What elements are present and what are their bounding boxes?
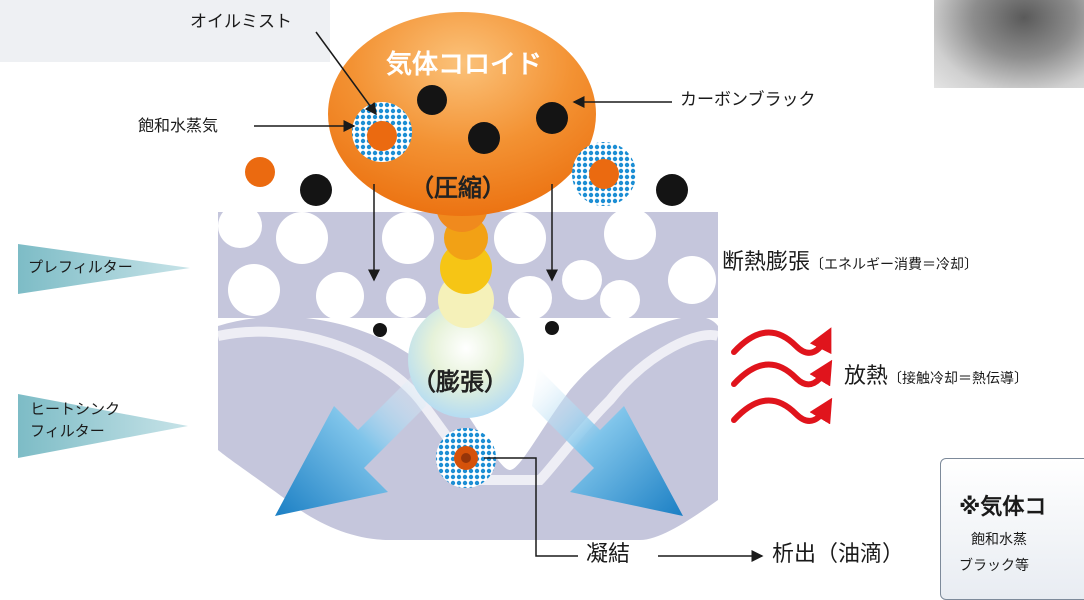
heat-radiation-label: 放熱〔接触冷却＝熱伝導〕 bbox=[844, 366, 1028, 388]
adiabatic-expansion-label: 断熱膨張〔エネルギー消費＝冷却〕 bbox=[722, 252, 978, 274]
expansion-label: （膨張） bbox=[412, 368, 508, 396]
prefilter-pointer bbox=[18, 244, 190, 294]
vapor-particle-right bbox=[572, 142, 636, 206]
expansion-bubble bbox=[408, 302, 524, 418]
radiation-main: 放熱 bbox=[844, 364, 889, 389]
prefilter-label: プレフィルター bbox=[28, 258, 133, 276]
oil-droplet-free bbox=[245, 157, 275, 187]
pointer-lines bbox=[254, 31, 764, 562]
heatsink-label-line2: フィルター bbox=[30, 422, 105, 440]
top-background bbox=[0, 0, 330, 62]
vapor-particle-condensed bbox=[436, 428, 496, 488]
carbon-black-label: カーボンブラック bbox=[680, 90, 816, 110]
condensation-label: 凝結 bbox=[586, 542, 631, 567]
radiation-note: 〔接触冷却＝熱伝導〕 bbox=[888, 371, 1029, 387]
blue-flow-arrow-right bbox=[532, 368, 683, 516]
adiabatic-note: 〔エネルギー消費＝冷却〕 bbox=[810, 257, 979, 273]
adiabatic-main: 断熱膨張 bbox=[722, 250, 811, 275]
carbon-black-particles bbox=[300, 85, 688, 337]
heatsink-pointer bbox=[18, 394, 188, 458]
gas-colloid-label: 気体コロイド bbox=[386, 50, 543, 80]
product-photo bbox=[934, 0, 1084, 88]
prefilter-holes bbox=[218, 204, 716, 320]
gas-colloid-diagram bbox=[0, 0, 833, 562]
note-line-1: 飽和水蒸 bbox=[971, 532, 1027, 548]
gas-colloid-body bbox=[328, 12, 596, 216]
precipitation-label: 析出（油滴） bbox=[772, 542, 905, 567]
note-title: ※気体コ bbox=[959, 495, 1047, 520]
oil-mist-label: オイルミスト bbox=[190, 12, 292, 32]
note-box: ※気体コ 飽和水蒸 ブラック等 bbox=[940, 458, 1084, 600]
blue-flow-arrow-left bbox=[275, 368, 426, 516]
heatsink-label-line1: ヒートシンク bbox=[30, 400, 121, 418]
note-line-2: ブラック等 bbox=[959, 558, 1029, 574]
heat-waves bbox=[731, 327, 833, 425]
vapor-particle-left bbox=[352, 102, 412, 162]
compression-label: （圧縮） bbox=[410, 174, 506, 202]
saturated-vapor-label: 飽和水蒸気 bbox=[138, 116, 219, 135]
